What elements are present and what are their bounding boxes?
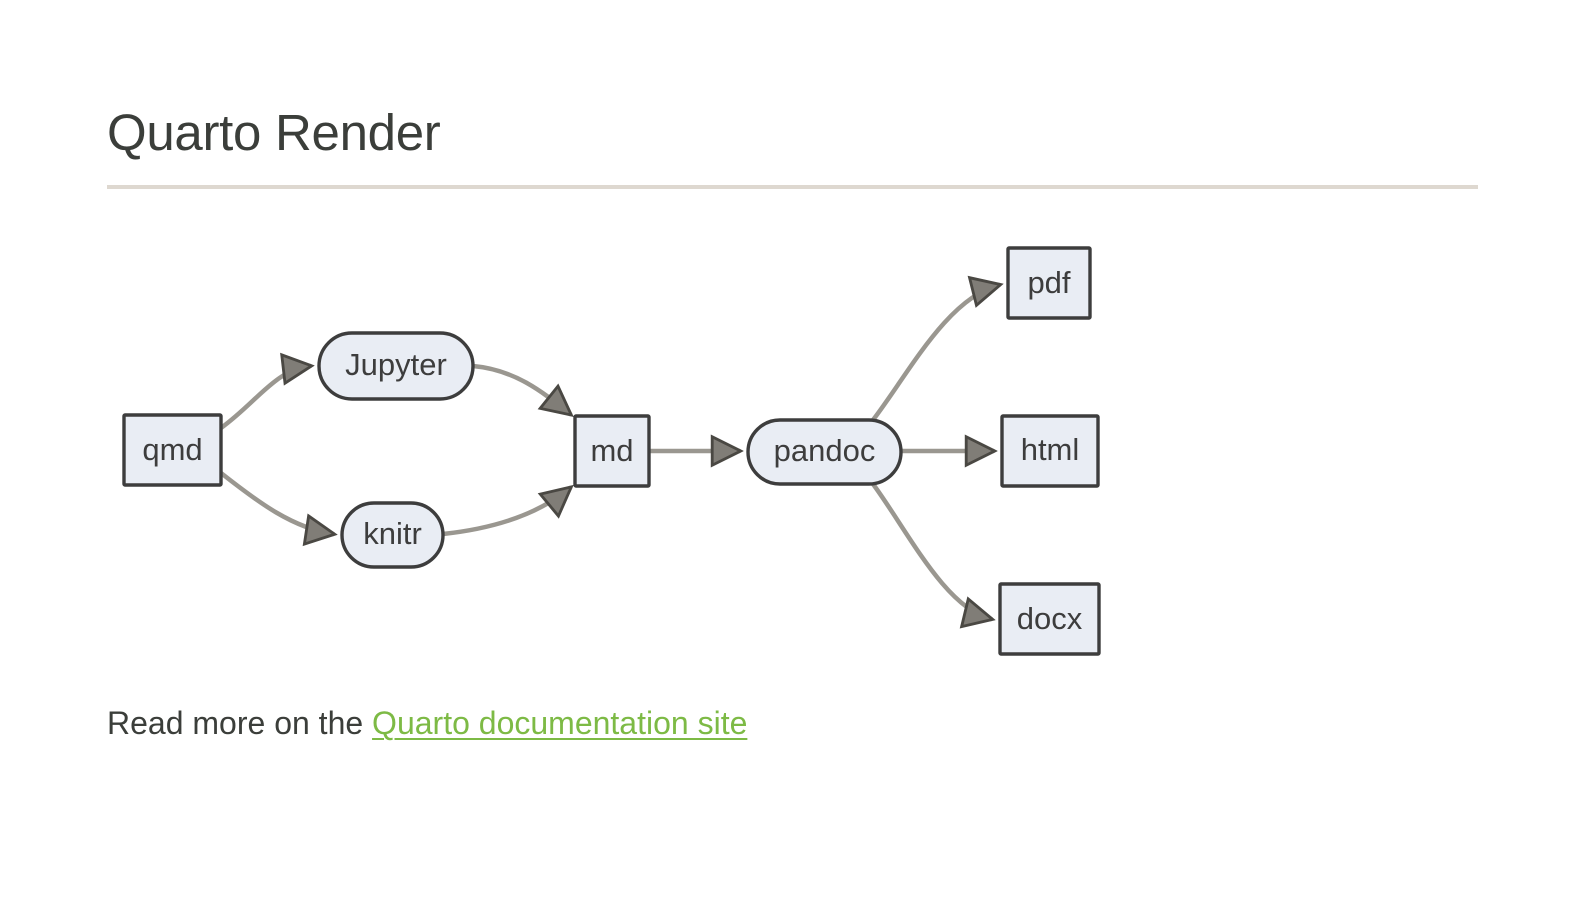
edge-qmd-to-jupyter xyxy=(218,366,310,431)
node-pandoc-shape xyxy=(746,418,903,486)
node-qmd[interactable]: qmd xyxy=(122,413,223,487)
node-docx[interactable]: docx xyxy=(998,582,1101,656)
node-md-shape xyxy=(573,414,651,488)
node-docx-shape xyxy=(998,582,1101,656)
quarto-documentation-link[interactable]: Quarto documentation site xyxy=(372,705,748,741)
edge-qmd-to-knitr xyxy=(218,470,333,534)
node-jupyter-shape xyxy=(317,331,475,401)
flowchart-svg: qmd Jupyter knitr md pandoc xyxy=(122,246,1101,656)
edge-pandoc-to-docx xyxy=(870,481,991,619)
title-divider xyxy=(107,184,1478,189)
node-jupyter-label: Jupyter xyxy=(345,347,447,382)
edge-layer xyxy=(218,285,999,619)
node-layer: qmd Jupyter knitr md pandoc xyxy=(122,246,1101,656)
node-pdf[interactable]: pdf xyxy=(1006,246,1092,320)
edge-pandoc-to-pdf xyxy=(870,285,999,423)
node-pandoc-label: pandoc xyxy=(774,433,876,468)
node-pdf-shape xyxy=(1006,246,1092,320)
node-qmd-label: qmd xyxy=(142,432,202,467)
node-html[interactable]: html xyxy=(1000,414,1100,488)
read-more-paragraph: Read more on the Quarto documentation si… xyxy=(107,702,747,745)
node-md[interactable]: md xyxy=(573,414,651,488)
node-html-label: html xyxy=(1021,432,1080,467)
read-more-prefix: Read more on the xyxy=(107,705,373,741)
node-html-shape xyxy=(1000,414,1100,488)
node-jupyter[interactable]: Jupyter xyxy=(317,331,475,401)
node-pandoc[interactable]: pandoc xyxy=(746,418,903,486)
node-knitr-label: knitr xyxy=(363,516,422,551)
page-title: Quarto Render xyxy=(107,104,441,161)
quarto-render-flowchart: qmd Jupyter knitr md pandoc xyxy=(107,218,1167,656)
node-qmd-shape xyxy=(122,413,223,487)
node-knitr[interactable]: knitr xyxy=(340,501,445,569)
node-knitr-shape xyxy=(340,501,445,569)
node-pdf-label: pdf xyxy=(1027,265,1070,300)
edge-jupyter-to-md xyxy=(470,363,570,414)
title-block: Quarto Render xyxy=(107,104,1478,189)
node-docx-label: docx xyxy=(1017,601,1083,636)
edge-knitr-to-md xyxy=(440,488,570,537)
node-md-label: md xyxy=(590,433,633,468)
